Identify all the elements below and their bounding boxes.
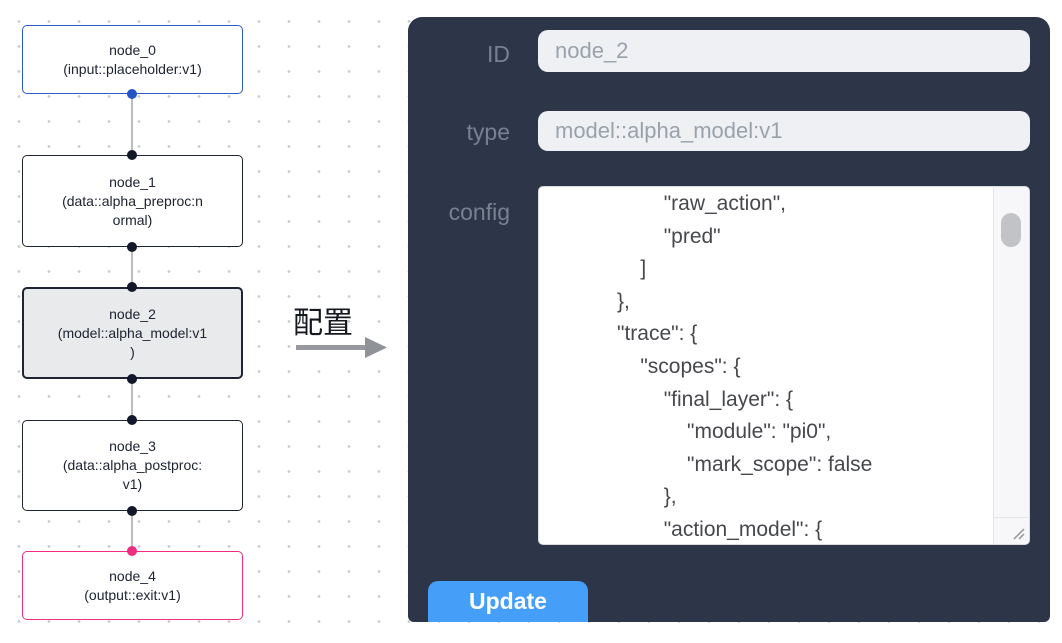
node-title: node_3 bbox=[109, 438, 156, 454]
edge-node0-node1 bbox=[131, 94, 133, 155]
node-type-line: ) bbox=[130, 343, 135, 360]
node-config-panel: ID type config "raw_action", "pred" ] },… bbox=[408, 17, 1050, 622]
config-textarea[interactable]: "raw_action", "pred" ] }, "trace": { "sc… bbox=[538, 186, 1030, 545]
node-title: node_0 bbox=[109, 41, 156, 58]
node3-source-handle[interactable] bbox=[127, 506, 137, 516]
node-type-line: v1) bbox=[122, 476, 143, 492]
node1-source-handle[interactable] bbox=[127, 242, 137, 252]
node-type-line: (output::exit:v1) bbox=[84, 586, 181, 603]
config-scrollbar-thumb[interactable] bbox=[1001, 213, 1021, 247]
type-input[interactable] bbox=[538, 111, 1030, 151]
node-type-line: (input::placeholder:v1) bbox=[63, 60, 202, 77]
edge-node2-node3 bbox=[131, 379, 133, 420]
node-title: node_4 bbox=[109, 567, 156, 584]
resize-handle-icon[interactable] bbox=[1010, 525, 1026, 541]
flow-node-node_3[interactable]: node_3 (data::alpha_postproc: v1) bbox=[22, 420, 243, 511]
config-field-label: config bbox=[448, 199, 510, 225]
node-type-line: (data::alpha_preproc:n bbox=[62, 192, 203, 209]
type-field-label: type bbox=[466, 119, 510, 145]
id-field-label: ID bbox=[487, 41, 510, 67]
update-button[interactable]: Update bbox=[428, 581, 588, 622]
node0-source-handle[interactable] bbox=[127, 89, 137, 99]
config-scrollbar-track[interactable] bbox=[993, 187, 1029, 518]
edge-node1-node2 bbox=[131, 247, 133, 287]
node-type-line: ormal) bbox=[112, 211, 153, 228]
node-type-line: (data::alpha_postproc: bbox=[62, 457, 203, 473]
node2-source-handle[interactable] bbox=[127, 374, 137, 384]
right-arrow-icon bbox=[296, 337, 387, 358]
node3-target-handle[interactable] bbox=[127, 415, 137, 425]
node-type-line: (model::alpha_model:v1 bbox=[57, 324, 208, 341]
edge-node3-node4 bbox=[131, 511, 133, 551]
flow-node-node_4[interactable]: node_4 (output::exit:v1) bbox=[22, 551, 243, 620]
flow-node-node_0[interactable]: node_0 (input::placeholder:v1) bbox=[22, 25, 243, 94]
node2-target-handle[interactable] bbox=[127, 282, 137, 292]
id-input[interactable] bbox=[538, 30, 1030, 72]
node1-target-handle[interactable] bbox=[127, 150, 137, 160]
node4-target-handle[interactable] bbox=[127, 546, 137, 556]
node-title: node_2 bbox=[109, 305, 156, 322]
config-scrollbar-corner bbox=[993, 517, 1029, 544]
configure-label: 配置 bbox=[293, 307, 353, 340]
node-title: node_1 bbox=[109, 173, 156, 190]
flow-node-node_1[interactable]: node_1 (data::alpha_preproc:n ormal) bbox=[22, 155, 243, 247]
flow-node-node_2-selected[interactable]: node_2 (model::alpha_model:v1 ) bbox=[22, 287, 243, 379]
config-json-content[interactable]: "raw_action", "pred" ] }, "trace": { "sc… bbox=[617, 192, 873, 541]
